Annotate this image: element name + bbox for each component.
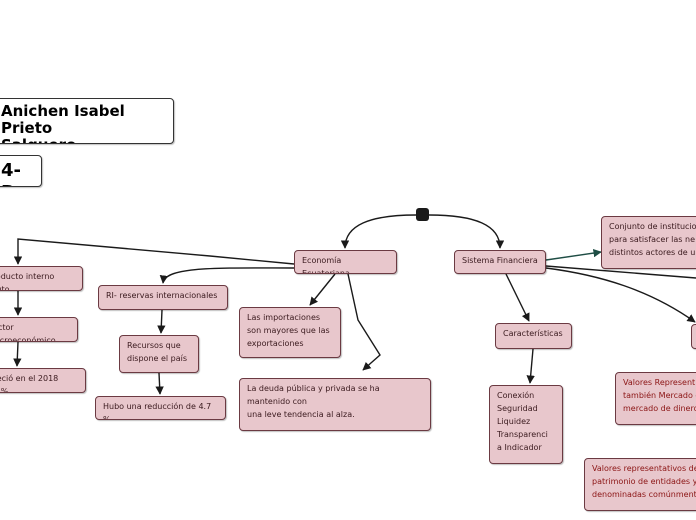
node-economia-ecuatoriana[interactable]: Economía Ecuatoriana: [294, 250, 397, 274]
edge-sistema-right: [545, 265, 696, 279]
edge-economia-producto: [13, 238, 295, 265]
author-name-box[interactable]: Anichen Isabel Prieto Salguero: [0, 98, 174, 144]
edge-caracteristicas-lista: [526, 348, 535, 384]
edge-sistema-valores: [545, 267, 696, 323]
node-valores-patrimonio[interactable]: Valores representativos de patrimonio de…: [584, 458, 696, 511]
node-caracteristicas[interactable]: Características: [495, 323, 572, 349]
node-producto-interno-bruto[interactable]: Producto interno bruto: [0, 266, 83, 291]
node-crecio-2018[interactable]: Creció en el 2018 1.4%: [0, 368, 86, 393]
edge-recursos-reduccion: [155, 372, 164, 395]
edge-root-sistema: [428, 214, 505, 249]
edge-economia-reservas: [159, 267, 295, 284]
group-label-box[interactable]: 4-B: [0, 155, 42, 187]
node-sistema-financiera[interactable]: Sistema Financiera: [454, 250, 546, 274]
edge-sistema-caracteristicas: [505, 273, 530, 322]
node-right-edge[interactable]: [691, 324, 696, 349]
edge-economia-deuda: [347, 273, 381, 371]
node-lista-caracteristicas[interactable]: Conexión Seguridad Liquidez Transparenci…: [489, 385, 563, 464]
node-importaciones[interactable]: Las importaciones son mayores que las ex…: [239, 307, 341, 358]
node-deuda[interactable]: La deuda pública y privada se ha manteni…: [239, 378, 431, 431]
edge-root-economia: [340, 214, 417, 249]
node-valores-representativos[interactable]: Valores Represent también Mercado c merc…: [615, 372, 696, 425]
edge-reservas-recursos: [157, 309, 166, 334]
root-node[interactable]: [416, 208, 429, 221]
node-recursos-pais[interactable]: Recursos que dispone el país: [119, 335, 199, 373]
edge-sistema-conjunto: [545, 248, 602, 261]
node-reservas-internacionales[interactable]: RI- reservas internacionales: [98, 285, 228, 310]
edge-economia-importaciones: [309, 273, 336, 306]
node-sector-macroeconomico[interactable]: Sector Macroeconómico: [0, 317, 78, 342]
edge-macro-crecio: [13, 341, 22, 367]
node-conjunto-instituciones[interactable]: Conjunto de institucio para satisfacer l…: [601, 216, 696, 269]
node-reduccion[interactable]: Hubo una reducción de 4.7 %: [95, 396, 226, 420]
